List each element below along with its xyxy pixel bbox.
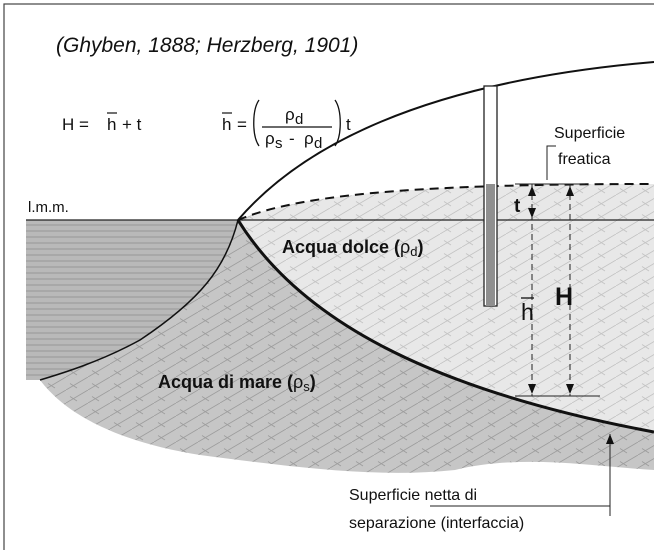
equation-2-den-sub-s: s [275,135,283,152]
fresh-water-label: Acqua dolce (ρd) [282,237,424,259]
H-label: H [555,283,573,311]
equation-2-den-rho-d: ρ [304,129,314,148]
well-screen [486,184,495,306]
equation-2-den-rho-s: ρ [265,129,275,148]
water-table-leader [547,146,556,180]
equation-1-lhs: H = [62,115,89,134]
t-label: t [514,196,521,217]
equation-2-den-minus: - [289,129,295,148]
equation-2-num-sub: d [295,111,303,128]
equation-2-hbar: h [222,115,231,134]
equation-1-hbar: h [107,115,116,134]
equation-2-num-rho: ρ [285,105,295,124]
sea-water-label: Acqua di mare (ρs) [158,372,316,394]
h-label: h [521,299,534,325]
water-table-label-line2: freatica [558,151,611,168]
citation-text: (Ghyben, 1888; Herzberg, 1901) [56,34,358,57]
equation-2-equals: = [237,115,247,134]
equation-2-paren-right [335,100,340,146]
equation-1-rhs: + t [122,115,142,134]
sea-level-label: l.m.m. [28,199,69,216]
interface-label-line1: Superficie netta di [349,487,477,504]
equation-2-den-sub-d: d [314,135,322,152]
interface-label-line2: separazione (interfaccia) [349,515,524,532]
equation-2-tail: t [346,115,351,134]
water-table-label-line1: Superficie [554,125,625,142]
equation-2-paren-left [254,100,259,146]
